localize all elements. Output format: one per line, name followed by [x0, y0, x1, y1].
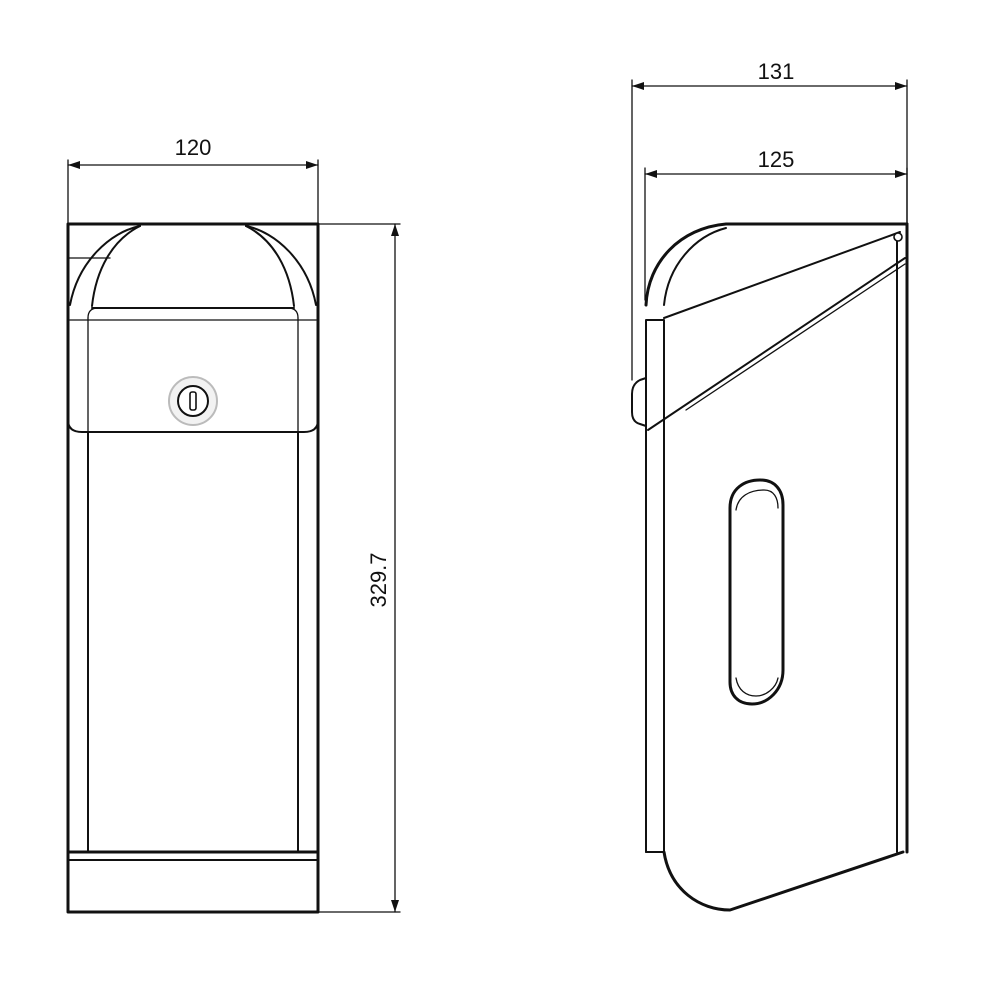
front-width-label: 120 [175, 135, 212, 160]
side-overall-depth-label: 131 [758, 59, 795, 84]
side-lock-knob [631, 377, 647, 427]
side-view: 131 125 [631, 59, 909, 912]
side-body-depth-dimension: 125 [644, 147, 908, 301]
front-width-dimension: 120 [67, 135, 319, 225]
front-height-dimension: 329.7 [317, 223, 401, 913]
front-top-cap [69, 225, 317, 321]
side-body-depth-label: 125 [758, 147, 795, 172]
front-body [66, 222, 320, 854]
side-viewing-slot [728, 478, 785, 706]
front-height-label: 329.7 [366, 552, 391, 607]
side-overall-depth-dimension: 131 [631, 59, 908, 381]
front-base [66, 850, 320, 914]
lock-icon[interactable] [168, 376, 218, 426]
side-top-hood [644, 222, 909, 431]
front-view: 120 329.7 [66, 135, 401, 914]
front-lock-panel [67, 307, 319, 433]
side-body [645, 222, 909, 912]
